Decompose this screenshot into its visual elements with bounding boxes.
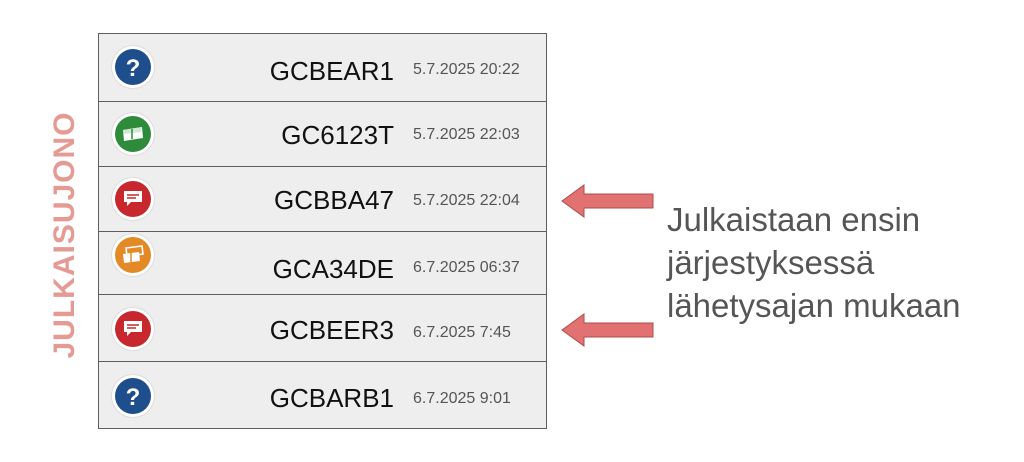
- queue-row: GCBBA47 5.7.2025 22:04: [99, 167, 546, 232]
- cache-code: GC6123T: [281, 120, 394, 150]
- cache-code: GCA34DE: [272, 254, 394, 284]
- caption-line: Julkaistaan ensin: [667, 201, 921, 238]
- left-arrow-icon: [561, 313, 654, 347]
- caption-line: lähetysajan mukaan: [667, 287, 961, 324]
- queue-side-label: JULKAISUJONO: [48, 111, 81, 359]
- submit-time: 6.7.2025 7:45: [413, 324, 511, 341]
- queue-row: GCBEER3 6.7.2025 7:45: [99, 295, 546, 362]
- submit-time: 6.7.2025 06:37: [413, 259, 520, 276]
- cache-code: GCBBA47: [274, 185, 394, 215]
- cache-code: GCBARB1: [269, 383, 394, 413]
- cache-code: GCBEAR1: [269, 56, 394, 86]
- queue-row: GC6123T 5.7.2025 22:03: [99, 102, 546, 167]
- note-speech-icon: [112, 308, 154, 350]
- left-arrow-icon: [561, 184, 654, 218]
- queue-row: GCA34DE 6.7.2025 06:37: [99, 232, 546, 295]
- submit-time: 6.7.2025 9:01: [413, 390, 511, 407]
- mystery-question-icon: ?: [112, 375, 154, 417]
- queue-row: ? GCBARB1 6.7.2025 9:01: [99, 362, 546, 428]
- svg-text:?: ?: [126, 55, 141, 80]
- svg-text:?: ?: [126, 384, 141, 409]
- caption-line: järjestyksessä: [667, 244, 875, 281]
- queue-row: ? GCBEAR1 5.7.2025 20:22: [99, 34, 546, 102]
- mystery-question-icon: ?: [112, 46, 154, 88]
- publish-queue-list: ? GCBEAR1 5.7.2025 20:22 GC6123T 5.7.202…: [98, 33, 547, 429]
- traditional-box-icon: [112, 113, 154, 155]
- submit-time: 5.7.2025 22:04: [413, 192, 520, 209]
- note-speech-icon: [112, 178, 154, 220]
- multi-box-icon: [112, 234, 154, 276]
- submit-time: 5.7.2025 20:22: [413, 61, 520, 78]
- explanation-caption: Julkaistaan ensin järjestyksessä lähetys…: [667, 198, 1017, 327]
- submit-time: 5.7.2025 22:03: [413, 126, 520, 143]
- cache-code: GCBEER3: [269, 315, 394, 345]
